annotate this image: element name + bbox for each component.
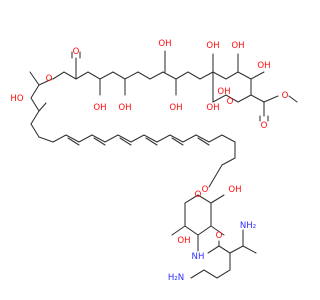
- hydroxyl-pyran: OH: [257, 61, 270, 71]
- hydroxyl-side: HO: [10, 94, 23, 104]
- terminal-amine: H₂N: [168, 273, 184, 283]
- atom-labels: O O HO OH OH OH OH OH OH OH OH OH O O O …: [10, 39, 288, 283]
- hydroxyl-4: OH: [169, 103, 182, 113]
- hydroxyl-1: OH: [93, 103, 106, 113]
- oxygen-pyran-ring: O: [227, 97, 234, 107]
- hydroxyl-2: OH: [118, 103, 131, 113]
- oxygen-ester-carbonyl: O: [261, 121, 268, 131]
- hydroxyl-7: OH: [231, 41, 244, 51]
- bond-network: [29, 50, 298, 279]
- amide-oxygen: O: [216, 231, 223, 241]
- hydroxyl-sugar-b: OH: [228, 185, 241, 195]
- hydroxyl-6: OH: [206, 41, 219, 51]
- oxygen-glycoside: O: [202, 185, 209, 195]
- oxygen-atom-ester-ring: O: [46, 74, 53, 84]
- oxygen-methyl-ester: O: [282, 91, 289, 101]
- oxygen-sugar-ring: O: [195, 190, 202, 200]
- alpha-amine: NH₂: [240, 221, 256, 231]
- amide-nitrogen: NH: [192, 252, 205, 262]
- molecule-diagram: O O HO OH OH OH OH OH OH OH OH OH O O O …: [10, 39, 298, 283]
- hydroxyl-5: OH: [206, 103, 219, 113]
- oxygen-atom-carbonyl: O: [73, 47, 80, 57]
- hydroxyl-3: OH: [158, 39, 171, 49]
- hydroxyl-sugar-a: OH: [177, 236, 190, 246]
- molecule-structure: O O HO OH OH OH OH OH OH OH OH OH O O O …: [10, 39, 298, 283]
- hydroxyl-hemiketal: OH: [217, 87, 230, 97]
